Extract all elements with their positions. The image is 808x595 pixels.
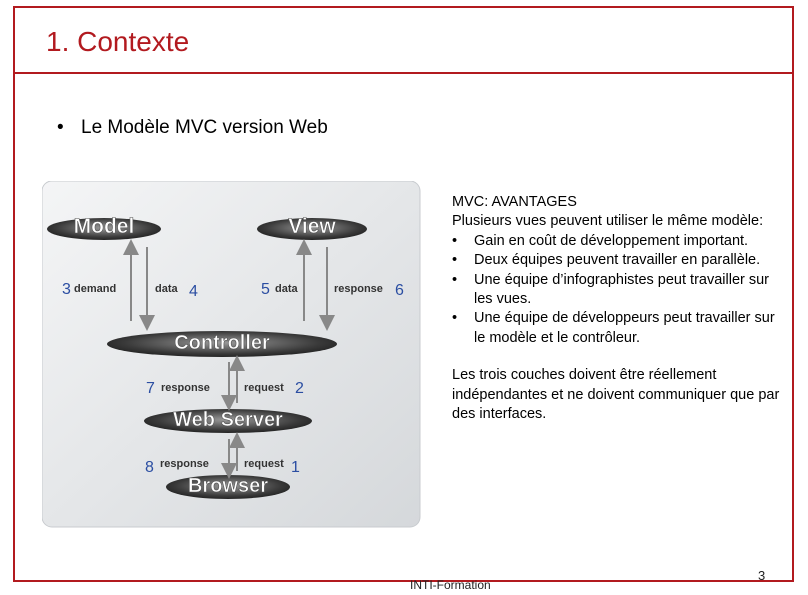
step-number-7: 7 (146, 380, 155, 397)
list-item: • Gain en coût de développement important… (452, 232, 782, 251)
step-number-1: 1 (291, 459, 300, 476)
layer-model-label: Model (74, 215, 135, 238)
list-item-text: Deux équipes peuvent travailler en paral… (474, 252, 760, 268)
advantages-panel: MVC: AVANTAGES Plusieurs vues peuvent ut… (452, 193, 782, 424)
step-number-4: 4 (189, 283, 198, 300)
bullet-dot-icon: • (452, 251, 457, 270)
label-demand: demand (74, 283, 116, 295)
step-number-3: 3 (62, 281, 71, 298)
closing-paragraph: Les trois couches doivent être réellemen… (452, 366, 782, 424)
advantages-heading: MVC: AVANTAGES (452, 193, 782, 212)
list-item-text: Gain en coût de développement important. (474, 233, 748, 249)
label-request-1: request (244, 458, 284, 470)
mvc-diagram: Model View Controller Web Server Browser… (42, 181, 422, 531)
bullet-dot-icon: • (452, 271, 457, 290)
step-number-6: 6 (395, 282, 404, 299)
footer-text: INTI-Formation (410, 578, 491, 592)
label-response-7: response (161, 382, 210, 394)
main-bullet-text: Le Modèle MVC version Web (81, 117, 328, 138)
slide-title: 1. Contexte (46, 26, 189, 58)
advantages-intro: Plusieurs vues peuvent utiliser le même … (452, 212, 782, 231)
bullet-dot-icon: • (452, 309, 457, 328)
label-request-2: request (244, 382, 284, 394)
list-item: • Deux équipes peuvent travailler en par… (452, 251, 782, 270)
step-number-8: 8 (145, 459, 154, 476)
bullet-dot-icon: • (57, 117, 81, 139)
label-data-left: data (155, 283, 179, 295)
step-number-5: 5 (261, 281, 270, 298)
label-data-right: data (275, 283, 299, 295)
page-number: 3 (758, 568, 765, 583)
bullet-dot-icon: • (452, 232, 457, 251)
label-response-8: response (160, 458, 209, 470)
list-item: • Une équipe de développeurs peut travail… (452, 309, 782, 348)
advantages-list: • Gain en coût de développement important… (452, 232, 782, 348)
layer-controller-label: Controller (174, 332, 270, 354)
layer-webserver-label: Web Server (173, 409, 283, 431)
list-item-text: Une équipe d’infographistes peut travail… (474, 272, 769, 307)
step-number-2: 2 (295, 380, 304, 397)
layer-view-label: View (288, 215, 336, 238)
layer-browser-label: Browser (188, 475, 268, 497)
label-response-6: response (334, 283, 383, 295)
list-item-text: Une équipe de développeurs peut travaill… (474, 310, 775, 345)
list-item: • Une équipe d’infographistes peut travai… (452, 271, 782, 310)
main-bullet: •Le Modèle MVC version Web (57, 117, 328, 139)
